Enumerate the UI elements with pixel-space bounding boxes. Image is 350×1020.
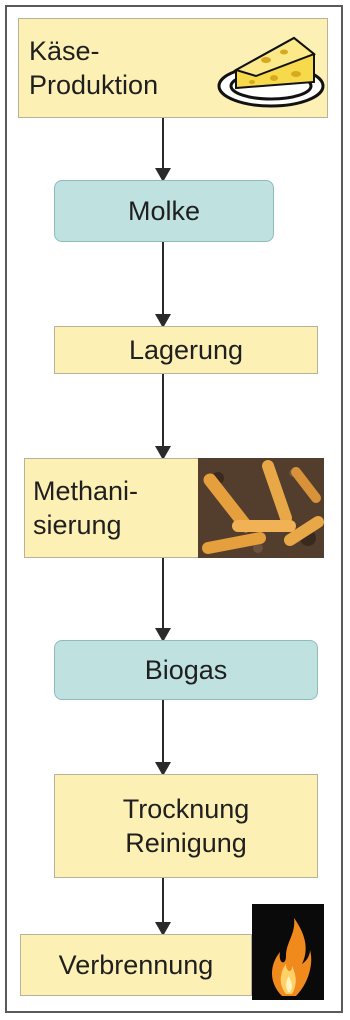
arrow-molke-to-lagerung xyxy=(155,242,171,328)
node-lagerung-label: Lagerung xyxy=(128,335,244,365)
node-methanisierung-line1: Methani- xyxy=(33,476,139,506)
node-kaese-line2: Produktion xyxy=(29,70,159,100)
node-trocknung-reinigung: Trocknung Reinigung xyxy=(54,774,318,878)
arrow-methanisierung-to-biogas xyxy=(155,558,171,642)
node-biogas-label: Biogas xyxy=(144,655,228,685)
node-molke-label: Molke xyxy=(127,196,201,226)
arrow-lagerung-to-methanisierung xyxy=(155,374,171,460)
node-lagerung: Lagerung xyxy=(54,326,318,374)
cheese-plate-icon xyxy=(217,36,325,108)
node-methanisierung-line2: sierung xyxy=(33,510,122,540)
bacteria-micrograph-image xyxy=(198,458,324,558)
node-kaese-line1: Käse- xyxy=(29,36,100,66)
node-molke: Molke xyxy=(54,180,274,242)
arrow-kaese-to-molke xyxy=(155,118,171,182)
node-kaese-produktion: Käse- Produktion xyxy=(18,18,328,118)
node-trocknung-line1: Trocknung xyxy=(122,794,250,824)
node-verbrennung-label: Verbrennung xyxy=(58,950,214,980)
node-biogas: Biogas xyxy=(54,640,318,700)
flame-image xyxy=(252,904,324,1000)
arrow-biogas-to-trocknung xyxy=(155,700,171,776)
node-verbrennung: Verbrennung xyxy=(20,934,252,996)
arrow-trocknung-to-verbrennung xyxy=(155,878,171,936)
node-trocknung-line2: Reinigung xyxy=(125,828,247,858)
